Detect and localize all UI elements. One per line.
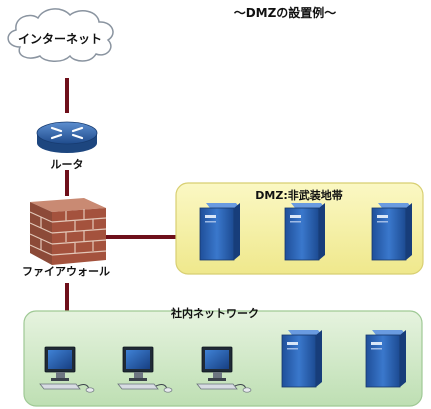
dmz-server-icon xyxy=(199,202,241,261)
internet-cloud-icon xyxy=(7,8,114,62)
internal-server-icon xyxy=(365,329,407,388)
dmz-server-icon xyxy=(284,202,326,261)
firewall-label: ファイアウォール xyxy=(22,265,110,278)
router-icon xyxy=(36,121,98,153)
router-label: ルータ xyxy=(51,158,84,171)
internal-server-icon xyxy=(281,329,323,388)
internal-network-label: 社内ネットワーク xyxy=(170,306,259,320)
internet-label: インターネット xyxy=(18,32,102,46)
connection-lines xyxy=(65,78,180,313)
dmz-zone-label: DMZ:非武装地帯 xyxy=(255,188,342,202)
dmz-server-icon xyxy=(371,202,413,261)
firewall-icon xyxy=(29,198,107,265)
page-title: 〜DMZの設置例〜 xyxy=(234,5,337,20)
